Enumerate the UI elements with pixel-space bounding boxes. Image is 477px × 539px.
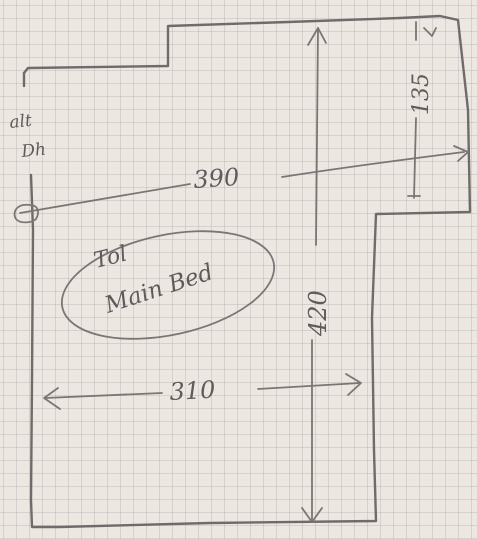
alcove-depth-top-arrowhead — [423, 27, 437, 37]
alcove-depth-dimension-line — [413, 21, 417, 199]
bottom-width-right-arrowhead — [345, 373, 362, 396]
top-width-arrowhead — [453, 145, 469, 162]
top-width-dimension-line — [19, 151, 465, 214]
bottom-width-dimension-line — [44, 382, 361, 399]
side-note-line2: Dh — [19, 140, 47, 163]
alcove-depth-label: 135 — [409, 73, 434, 115]
height-bottom-arrowhead — [301, 507, 323, 523]
left-wall-marker — [13, 203, 39, 224]
bottom-width-label: 310 — [169, 376, 216, 406]
bottom-width-left-arrowhead — [43, 387, 61, 410]
height-label: 420 — [304, 290, 332, 337]
height-dimension-line — [311, 27, 319, 521]
room-label-oval — [60, 230, 276, 340]
height-top-arrowhead — [307, 27, 327, 46]
side-note-line1: alt — [8, 111, 33, 133]
room-label-line1: Tol — [91, 242, 129, 274]
top-width-label: 390 — [192, 163, 240, 194]
room-outline — [22, 14, 472, 529]
